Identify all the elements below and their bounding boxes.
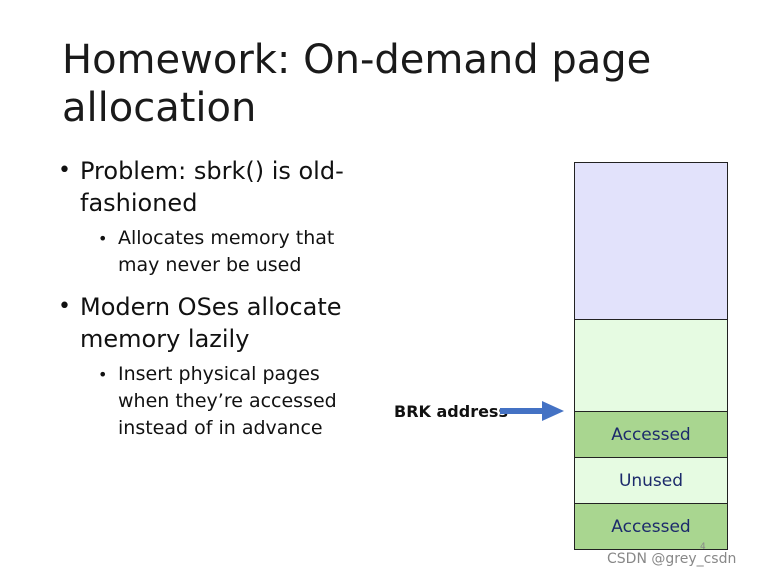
bullet-list: • Problem: sbrk() is old-fashioned • All…	[56, 155, 376, 454]
bullet-dot-icon: •	[98, 365, 108, 384]
bullet-item: • Modern OSes allocate memory lazily	[56, 291, 376, 355]
sub-bullet-item: • Allocates memory that may never be use…	[56, 225, 376, 279]
sub-bullet-text: Allocates memory that may never be used	[118, 227, 335, 276]
brk-address-label: BRK address	[394, 402, 508, 421]
memory-stack: Accessed Unused Accessed	[574, 162, 728, 550]
watermark-text: CSDN @grey_csdn	[607, 551, 737, 567]
bullet-text: Problem: sbrk() is old-fashioned	[80, 157, 344, 217]
slide-title: Homework: On-demand page allocation	[62, 37, 652, 131]
memory-segment-unallocated	[575, 163, 727, 319]
memory-segment-accessed: Accessed	[575, 503, 727, 549]
bullet-dot-icon: •	[58, 158, 71, 183]
sub-bullet-item: • Insert physical pages when they’re acc…	[56, 361, 376, 442]
page-number: 4	[700, 542, 706, 552]
bullet-dot-icon: •	[98, 229, 108, 248]
memory-segment-unused: Unused	[575, 457, 727, 503]
bullet-text: Modern OSes allocate memory lazily	[80, 293, 342, 353]
memory-segment-free	[575, 319, 727, 411]
memory-segment-accessed: Accessed	[575, 411, 727, 457]
bullet-item: • Problem: sbrk() is old-fashioned	[56, 155, 376, 219]
sub-bullet-text: Insert physical pages when they’re acces…	[118, 363, 337, 439]
bullet-dot-icon: •	[58, 294, 71, 319]
right-arrow-icon	[500, 401, 564, 421]
